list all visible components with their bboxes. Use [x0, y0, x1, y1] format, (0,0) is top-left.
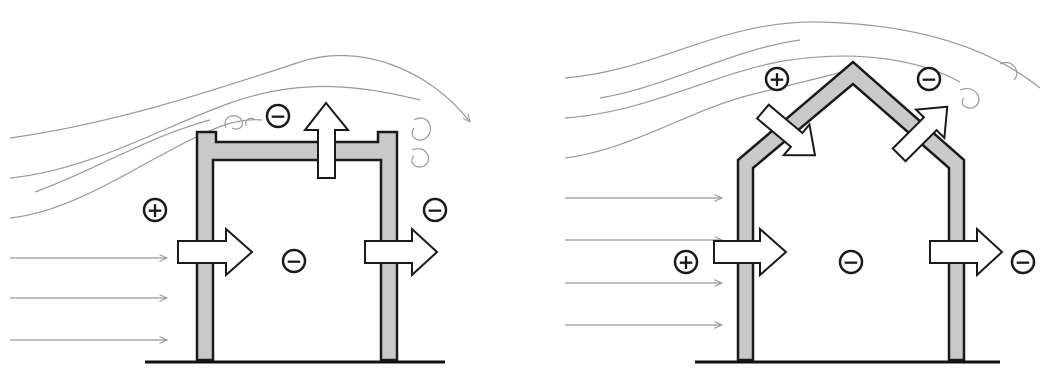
- flow-arrows: [713, 103, 1004, 278]
- wall-outline: [195, 130, 399, 362]
- inflow-windward-arrow: [177, 226, 254, 278]
- inflow-windward-arrow: [713, 226, 788, 278]
- straight-wind-lines: [10, 258, 167, 340]
- negative-pressure-icon: −: [281, 248, 307, 274]
- positive-pressure-icon: +: [142, 197, 168, 223]
- eddies: [224, 115, 431, 168]
- wind-line: [564, 69, 851, 159]
- wind-line: [9, 85, 421, 179]
- negative-pressure-icon: −: [1010, 249, 1036, 275]
- negative-pressure-icon: −: [838, 249, 864, 275]
- building-walls: [195, 130, 399, 362]
- negative-pressure-icon: −: [916, 66, 942, 92]
- wind-line: [9, 54, 470, 139]
- svg-text:−: −: [921, 67, 938, 91]
- flat-roof-building: + − − −: [9, 54, 470, 364]
- svg-text:+: +: [769, 67, 786, 91]
- eddy-right: [959, 88, 980, 109]
- wall-outline: [736, 60, 966, 362]
- eddy-left: [224, 115, 244, 130]
- svg-text:−: −: [1015, 250, 1032, 274]
- building-walls: [736, 60, 966, 362]
- svg-text:−: −: [286, 249, 303, 273]
- svg-text:+: +: [147, 198, 164, 222]
- pressure-marks: + − − −: [142, 103, 448, 274]
- svg-text:−: −: [843, 250, 860, 274]
- eddies: [959, 62, 1018, 109]
- flow-arrows: [177, 101, 439, 278]
- eddy-right-far: [999, 62, 1018, 81]
- curved-wind-lines: [564, 21, 1041, 159]
- svg-text:−: −: [427, 198, 444, 222]
- positive-pressure-icon: +: [764, 66, 790, 92]
- negative-pressure-icon: −: [422, 197, 448, 223]
- svg-text:+: +: [678, 250, 695, 274]
- wind-line: [599, 39, 801, 99]
- wind-line: [564, 21, 1041, 89]
- pitched-roof-building: + + − − −: [564, 21, 1041, 364]
- eddy-left-small: [245, 117, 256, 127]
- outflow-roof-arrow: [302, 101, 351, 179]
- wind-line: [34, 119, 211, 193]
- positive-pressure-icon: +: [673, 249, 699, 275]
- outflow-leeward-arrow: [929, 226, 1004, 278]
- curved-wind-lines: [9, 54, 470, 219]
- wind-line: [9, 119, 263, 219]
- eddy-right: [411, 117, 431, 141]
- pressure-marks: + + − − −: [673, 66, 1036, 275]
- inflow-roof-arrow: [755, 103, 817, 157]
- negative-pressure-icon: −: [265, 103, 291, 129]
- eddy-right-lower: [411, 148, 429, 168]
- straight-wind-lines: [565, 198, 722, 325]
- wind-line: [564, 55, 961, 119]
- svg-text:−: −: [270, 104, 287, 128]
- outflow-roof-arrow: [891, 105, 949, 163]
- outflow-leeward-arrow: [364, 226, 439, 278]
